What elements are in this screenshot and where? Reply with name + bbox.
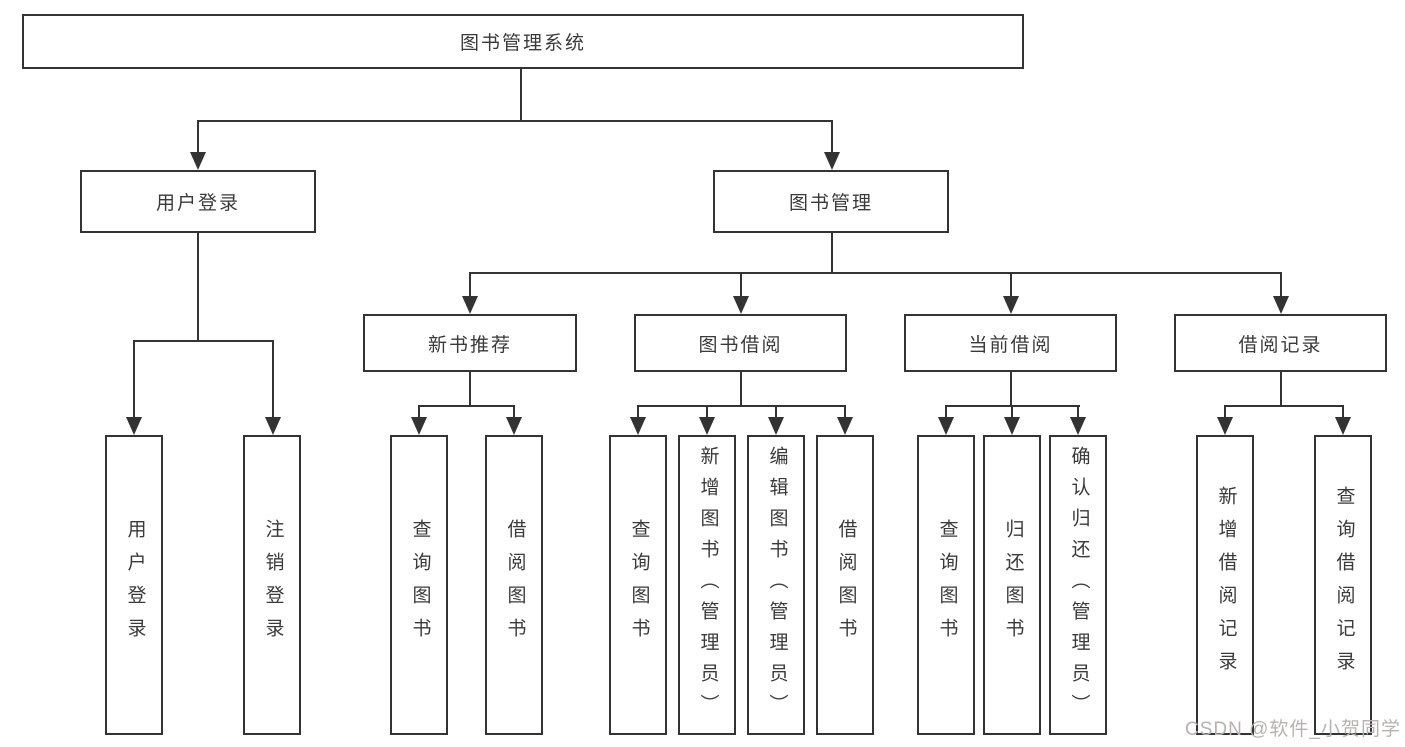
connector-line — [844, 405, 846, 417]
node-book-management: 图书管理 — [713, 170, 949, 233]
node-borrow-record: 借阅记录 — [1174, 314, 1387, 372]
connector-line — [637, 405, 846, 407]
leaf-confirm-return-admin: 确认归还（管理员） — [1049, 435, 1107, 735]
connector-line — [197, 120, 199, 153]
connector-line — [1010, 272, 1012, 296]
csdn-watermark: CSDN @软件_小贺同学 — [1185, 719, 1401, 740]
connector-line — [1011, 405, 1013, 417]
connector-line — [418, 405, 515, 407]
arrow-down-icon — [462, 296, 478, 314]
arrow-down-icon — [938, 417, 954, 435]
leaf-add-borrow-record: 新增借阅记录 — [1196, 435, 1254, 735]
arrow-down-icon — [1335, 417, 1351, 435]
arrow-down-icon — [265, 417, 281, 435]
connector-line — [197, 120, 833, 122]
arrow-down-icon — [190, 152, 206, 170]
arrow-down-icon — [126, 417, 142, 435]
connector-line — [513, 405, 515, 417]
arrow-down-icon — [1070, 417, 1086, 435]
connector-line — [469, 372, 471, 405]
leaf-return-books: 归还图书 — [983, 435, 1041, 735]
connector-line — [469, 272, 471, 296]
node-current-borrow: 当前借阅 — [904, 314, 1117, 372]
arrow-down-icon — [506, 417, 522, 435]
leaf-recommend-borrow-books: 借阅图书 — [485, 435, 543, 735]
connector-line — [1280, 372, 1282, 405]
connector-line — [945, 405, 947, 417]
connector-line — [1224, 405, 1226, 417]
connector-line — [133, 340, 135, 417]
arrow-down-icon — [630, 417, 646, 435]
connector-line — [775, 405, 777, 417]
connector-line — [1224, 405, 1344, 407]
leaf-current-query-books: 查询图书 — [917, 435, 975, 735]
leaf-recommend-query-books: 查询图书 — [390, 435, 448, 735]
arrow-down-icon — [768, 417, 784, 435]
connector-line — [520, 68, 522, 120]
connector-line — [1010, 372, 1012, 405]
root-node-library-system: 图书管理系统 — [22, 14, 1024, 69]
connector-line — [418, 405, 420, 417]
leaf-borrow-books: 借阅图书 — [816, 435, 874, 735]
connector-line — [706, 405, 708, 417]
arrow-down-icon — [1217, 417, 1233, 435]
arrow-down-icon — [733, 296, 749, 314]
connector-line — [831, 120, 833, 153]
connector-line — [272, 340, 274, 417]
connector-line — [197, 233, 199, 340]
leaf-logout: 注销登录 — [243, 435, 301, 735]
connector-line — [637, 405, 639, 417]
connector-line — [831, 233, 833, 272]
arrow-down-icon — [1003, 296, 1019, 314]
arrow-down-icon — [824, 152, 840, 170]
leaf-user-login: 用户登录 — [105, 435, 163, 735]
arrow-down-icon — [1004, 417, 1020, 435]
leaf-query-borrow-record: 查询借阅记录 — [1314, 435, 1372, 735]
arrow-down-icon — [699, 417, 715, 435]
leaf-borrow-query-books: 查询图书 — [609, 435, 667, 735]
connector-line — [740, 272, 742, 296]
node-book-borrow: 图书借阅 — [634, 314, 847, 372]
leaf-edit-books-admin: 编辑图书（管理员） — [747, 435, 805, 735]
node-user-login: 用户登录 — [80, 170, 316, 233]
connector-line — [1342, 405, 1344, 417]
connector-line — [740, 372, 742, 405]
connector-line — [1280, 272, 1282, 296]
arrow-down-icon — [837, 417, 853, 435]
connector-line — [133, 340, 274, 342]
node-new-book-recommend: 新书推荐 — [363, 314, 577, 372]
connector-line — [469, 272, 1282, 274]
arrow-down-icon — [411, 417, 427, 435]
arrow-down-icon — [1273, 296, 1289, 314]
connector-line — [1077, 405, 1079, 417]
leaf-add-books-admin: 新增图书（管理员） — [678, 435, 736, 735]
